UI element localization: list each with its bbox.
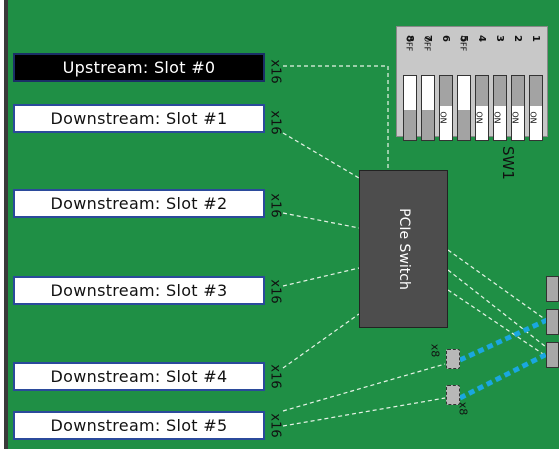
switch-port-link-3 <box>447 289 547 357</box>
cable-port-2 <box>446 385 460 405</box>
edge-connector <box>546 342 559 368</box>
dip-switch-track <box>494 76 506 106</box>
dip-switch-track <box>530 76 542 106</box>
slot4-link <box>282 313 360 369</box>
slot-1-lanes: x16 <box>267 110 283 135</box>
slot-0-lanes: x16 <box>267 59 283 84</box>
slot3-link <box>282 267 360 287</box>
downstream-slot-3: Downstream: Slot #3 <box>13 276 265 305</box>
dip-switch-knob <box>476 110 488 140</box>
slot5-link-a <box>282 363 446 412</box>
dip-switch-toggle-8[interactable] <box>403 75 417 141</box>
dip-switch-number: 4 <box>475 35 487 42</box>
dip-switch-number: 2 <box>511 35 523 42</box>
dip-switch-knob <box>530 110 542 140</box>
dip-switch-state: OFF <box>422 35 432 52</box>
pcie-switch-label: PCIe Switch <box>395 208 412 290</box>
dip-switch-track <box>458 110 470 140</box>
slot1-link <box>282 132 360 179</box>
dip-switch-track <box>422 110 434 140</box>
slot5-link-b <box>282 397 446 427</box>
dip-switch-toggle-1[interactable] <box>529 75 543 141</box>
slot-3-lanes: x16 <box>267 279 283 304</box>
pcie-switch-chip: PCIe Switch <box>359 170 448 328</box>
downstream-slot-4: Downstream: Slot #4 <box>13 362 265 391</box>
dip-switch-toggle-4[interactable] <box>475 75 489 141</box>
dip-switch-track <box>512 76 524 106</box>
upstream-link <box>283 65 389 170</box>
dip-switch-state: ON <box>438 111 448 124</box>
dip-switch-number: 6 <box>439 35 451 42</box>
dip-switch-knob <box>494 110 506 140</box>
downstream-slot-1: Downstream: Slot #1 <box>13 104 265 133</box>
dip-switch-label: SW1 <box>499 146 517 180</box>
dip-switch-state: OFF <box>458 35 468 52</box>
dip-switch-toggle-6[interactable] <box>439 75 453 141</box>
slot-label: Downstream: Slot #1 <box>50 109 228 128</box>
slot-label: Downstream: Slot #2 <box>50 194 228 213</box>
slot-label: Upstream: Slot #0 <box>62 58 216 77</box>
dip-switch-number: 3 <box>493 35 505 42</box>
slot-2-lanes: x16 <box>267 193 283 218</box>
dip-switch-knob <box>458 76 470 106</box>
slot-5-lanes: x16 <box>267 413 283 438</box>
dip-switch-knob <box>512 110 524 140</box>
slot-4-lanes: x16 <box>267 364 283 389</box>
downstream-slot-2: Downstream: Slot #2 <box>13 189 265 218</box>
dip-switch-knob <box>422 76 434 106</box>
downstream-slot-5: Downstream: Slot #5 <box>13 411 265 440</box>
dip-switch-toggle-2[interactable] <box>511 75 525 141</box>
cable-2 <box>458 351 549 401</box>
dip-switch-knob <box>440 110 452 140</box>
dip-switch-toggle-5[interactable] <box>457 75 471 141</box>
slot-label: Downstream: Slot #5 <box>50 416 228 435</box>
dip-switch-state: ON <box>492 111 502 124</box>
slot-label: Downstream: Slot #3 <box>50 281 228 300</box>
dip-switch-state: ON <box>510 111 520 124</box>
edge-connector <box>546 309 559 335</box>
edge-connector <box>546 276 559 302</box>
dip-switch-track <box>476 76 488 106</box>
dip-switch-track <box>440 76 452 106</box>
slot-label: Downstream: Slot #4 <box>50 367 228 386</box>
dip-switch-toggle-3[interactable] <box>493 75 507 141</box>
switch-port-link-1 <box>447 249 547 321</box>
switch-port-link-2 <box>447 269 547 348</box>
dip-switch-state: ON <box>474 111 484 124</box>
dip-switch-track <box>404 110 416 140</box>
cable-port-1 <box>446 349 460 369</box>
dip-switch-state: ON <box>528 111 538 124</box>
cable-port-2-lanes: x8 <box>456 401 470 416</box>
dip-switch-state: OFF <box>404 35 414 52</box>
dip-switch-toggle-7[interactable] <box>421 75 435 141</box>
upstream-slot-0: Upstream: Slot #0 <box>13 53 265 82</box>
slot2-link <box>282 212 360 229</box>
cable-port-1-lanes: x8 <box>428 343 442 358</box>
cable-1 <box>458 317 549 363</box>
dip-switch-knob <box>404 76 416 106</box>
dip-switch-number: 1 <box>529 35 541 42</box>
